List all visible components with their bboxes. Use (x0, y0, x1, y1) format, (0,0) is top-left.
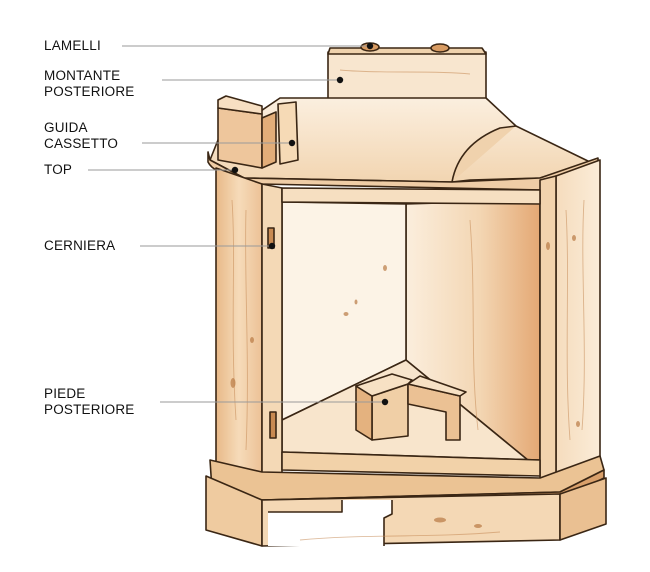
label-piede-line1: PIEDE (44, 386, 86, 401)
label-piede-line2: POSTERIORE (44, 402, 135, 417)
label-piede-posteriore: PIEDE POSTERIORE (44, 386, 135, 418)
top-cove (451, 125, 517, 183)
label-lamelli-text: LAMELLI (44, 38, 101, 53)
front-bottom-rail (281, 451, 541, 477)
label-cerniera: CERNIERA (44, 238, 115, 254)
dot-piede (381, 398, 389, 406)
right-front-stile (539, 175, 557, 481)
lamello-biscuit-right (430, 43, 450, 53)
right-side-panel (555, 159, 601, 477)
rear-upright (327, 51, 487, 101)
drawer-guide-block (217, 107, 263, 169)
front-top-rail (281, 187, 541, 205)
dot-montante (336, 76, 344, 84)
drawer-guide-rail (261, 111, 277, 169)
label-montante-posteriore: MONTANTE POSTERIORE (44, 68, 135, 100)
dot-guida (288, 139, 296, 147)
label-guida-line1: GUIDA (44, 120, 88, 135)
leader-lines (88, 45, 385, 403)
base-plinth-right (559, 477, 607, 541)
label-top: TOP (44, 162, 72, 178)
label-cerniera-text: CERNIERA (44, 238, 116, 253)
label-top-text: TOP (44, 162, 73, 177)
dot-lamelli (366, 42, 374, 50)
hinge-lower (269, 411, 277, 439)
label-guida-cassetto: GUIDA CASSETTO (44, 120, 118, 152)
label-lamelli: LAMELLI (44, 38, 101, 54)
label-montante-line2: POSTERIORE (44, 84, 135, 99)
drawer-guide-top (217, 95, 263, 115)
drawer-guide-post (277, 101, 299, 165)
left-front-post (215, 167, 263, 481)
label-montante-line1: MONTANTE (44, 68, 121, 83)
leader-dots (231, 42, 389, 406)
dot-cerniera (268, 242, 276, 250)
rear-foot-arm-top (407, 375, 467, 397)
plinth-cutout (268, 500, 392, 546)
label-guida-line2: CASSETTO (44, 136, 119, 151)
dot-top (231, 166, 239, 174)
rear-upright-top (327, 47, 487, 55)
